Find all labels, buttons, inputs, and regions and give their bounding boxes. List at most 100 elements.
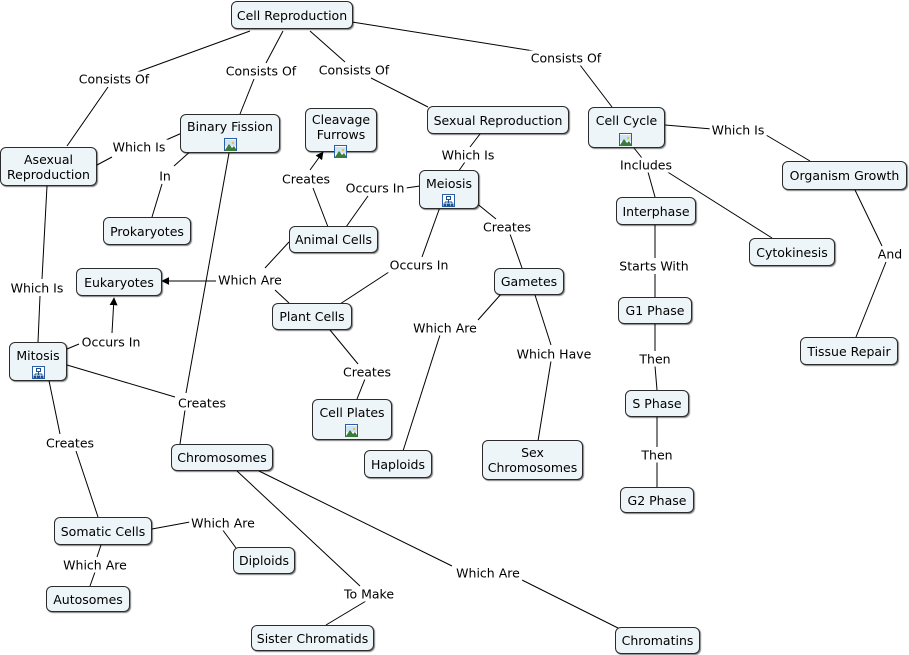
link-label-occurs-in[interactable]: Occurs In: [387, 257, 451, 273]
node-s-phase[interactable]: S Phase: [625, 390, 689, 417]
line-and-tissue: [855, 261, 887, 338]
node-sexual-reproduction[interactable]: Sexual Reproduction: [427, 106, 569, 134]
node-label: Cytokinesis: [756, 244, 828, 260]
node-somatic-cells[interactable]: Somatic Cells: [54, 517, 152, 545]
link-label-creates[interactable]: Creates: [279, 171, 333, 187]
node-label: Cleavage Furrows: [311, 112, 371, 142]
node-organism-growth[interactable]: Organism Growth: [782, 161, 907, 190]
line-consists3-sexual: [370, 77, 429, 108]
node-meiosis[interactable]: Meiosis: [419, 170, 479, 209]
line-cr-consists3: [309, 30, 346, 63]
line-whichare2-autosomes: [89, 571, 96, 587]
link-label-consists-of[interactable]: Consists Of: [76, 71, 152, 87]
link-label-then[interactable]: Then: [639, 447, 675, 463]
image-resource-icon[interactable]: [334, 145, 347, 158]
node-prokaryotes[interactable]: Prokaryotes: [103, 217, 191, 245]
node-cytokinesis[interactable]: Cytokinesis: [749, 238, 835, 266]
node-mitosis[interactable]: Mitosis: [9, 342, 67, 381]
link-label-which-are[interactable]: Which Are: [61, 557, 129, 573]
line-animal-plant: [264, 241, 290, 269]
link-label-creates[interactable]: Creates: [43, 435, 97, 451]
line-occursin-euk: [109, 297, 118, 334]
node-sex-chromosomes[interactable]: Sex Chromosomes: [482, 440, 583, 480]
node-chromatins[interactable]: Chromatins: [615, 627, 700, 654]
node-g2-phase[interactable]: G2 Phase: [620, 487, 694, 513]
line-whichis-bf: [165, 132, 183, 141]
node-plant-cells[interactable]: Plant Cells: [272, 303, 352, 330]
node-gametes[interactable]: Gametes: [494, 268, 564, 295]
line-meiosis-occursin: [421, 206, 441, 258]
node-diploids[interactable]: Diploids: [233, 547, 295, 574]
submap-icon[interactable]: [32, 366, 45, 379]
image-resource-icon[interactable]: [224, 138, 237, 151]
node-interphase[interactable]: Interphase: [616, 197, 696, 225]
line-creates-gametes: [509, 233, 523, 269]
submap-icon[interactable]: [442, 194, 455, 207]
link-label-which-are[interactable]: Which Are: [216, 272, 284, 288]
line-then-s: [654, 365, 658, 391]
link-label-in[interactable]: In: [157, 168, 173, 184]
node-label: Organism Growth: [789, 168, 900, 183]
line-consists4-cellcycle: [579, 64, 613, 108]
image-resource-icon[interactable]: [619, 133, 632, 146]
node-autosomes[interactable]: Autosomes: [46, 586, 130, 612]
link-label-which-are[interactable]: Which Are: [189, 515, 257, 531]
link-label-occurs-in[interactable]: Occurs In: [79, 334, 143, 350]
link-label-creates[interactable]: Creates: [480, 219, 534, 235]
node-label: Eukaryotes: [84, 274, 154, 290]
link-label-which-are[interactable]: Which Are: [454, 565, 522, 581]
link-label-which-is[interactable]: Which Is: [8, 280, 66, 296]
node-label: Animal Cells: [294, 232, 373, 247]
node-chromosomes[interactable]: Chromosomes: [171, 444, 273, 471]
node-eukaryotes[interactable]: Eukaryotes: [76, 268, 162, 296]
link-label-creates[interactable]: Creates: [175, 395, 229, 411]
link-label-consists-of[interactable]: Consists Of: [223, 63, 299, 79]
node-label: Autosomes: [53, 591, 123, 607]
node-label: G1 Phase: [625, 303, 685, 318]
line-whichare-haploids: [402, 334, 441, 452]
node-label: Gametes: [500, 274, 558, 289]
node-label: Sex Chromosomes: [487, 445, 578, 475]
link-label-occurs-in[interactable]: Occurs In: [343, 180, 407, 196]
line-animal-occursin: [345, 195, 369, 228]
node-sister-chromatids[interactable]: Sister Chromatids: [251, 625, 374, 651]
node-label: Mitosis: [16, 348, 60, 363]
link-label-to-make[interactable]: To Make: [341, 586, 397, 602]
image-resource-icon[interactable]: [345, 424, 358, 437]
link-label-which-are[interactable]: Which Are: [411, 320, 479, 336]
node-binary-fission[interactable]: Binary Fission: [180, 114, 280, 153]
link-label-which-is[interactable]: Which Is: [110, 139, 168, 155]
link-label-which-is[interactable]: Which Is: [439, 147, 497, 163]
node-label: Diploids: [238, 553, 290, 568]
link-label-consists-of[interactable]: Consists Of: [528, 50, 604, 66]
line-gametes-whichhave: [534, 294, 552, 346]
link-label-creates[interactable]: Creates: [340, 364, 394, 380]
node-haploids[interactable]: Haploids: [364, 450, 432, 478]
line-bf-creates: [185, 152, 230, 394]
link-label-then[interactable]: Then: [637, 351, 673, 367]
line-occursin-meiosis: [405, 185, 421, 189]
link-label-includes[interactable]: Includes: [617, 157, 675, 173]
node-label: Binary Fission: [187, 119, 273, 134]
link-label-consists-of[interactable]: Consists Of: [316, 62, 392, 78]
node-label: Cell Cycle: [595, 113, 658, 128]
node-g1-phase[interactable]: G1 Phase: [618, 297, 692, 324]
link-label-starts-with[interactable]: Starts With: [617, 258, 691, 274]
node-label: Haploids: [370, 456, 426, 472]
line-plant-creates: [329, 329, 359, 365]
line-creates-chromosomes: [179, 409, 186, 445]
line-asexual-whichis: [96, 156, 113, 166]
node-label: G2 Phase: [627, 492, 687, 508]
link-label-and[interactable]: And: [875, 246, 905, 262]
node-animal-cells[interactable]: Animal Cells: [289, 226, 378, 253]
link-label-which-is[interactable]: Which Is: [709, 122, 767, 138]
line-animal-creates: [312, 187, 329, 228]
node-asexual-reproduction[interactable]: Asexual Reproduction: [0, 147, 97, 186]
link-label-which-have[interactable]: Which Have: [514, 346, 594, 362]
node-cell-cycle[interactable]: Cell Cycle: [588, 107, 665, 148]
line-chrom-tomake: [236, 470, 361, 587]
node-cell-plates[interactable]: Cell Plates: [312, 399, 392, 440]
node-cleavage-furrows[interactable]: Cleavage Furrows: [305, 108, 377, 158]
node-tissue-repair[interactable]: Tissue Repair: [800, 337, 898, 365]
node-cell-reproduction[interactable]: Cell Reproduction: [231, 1, 353, 29]
